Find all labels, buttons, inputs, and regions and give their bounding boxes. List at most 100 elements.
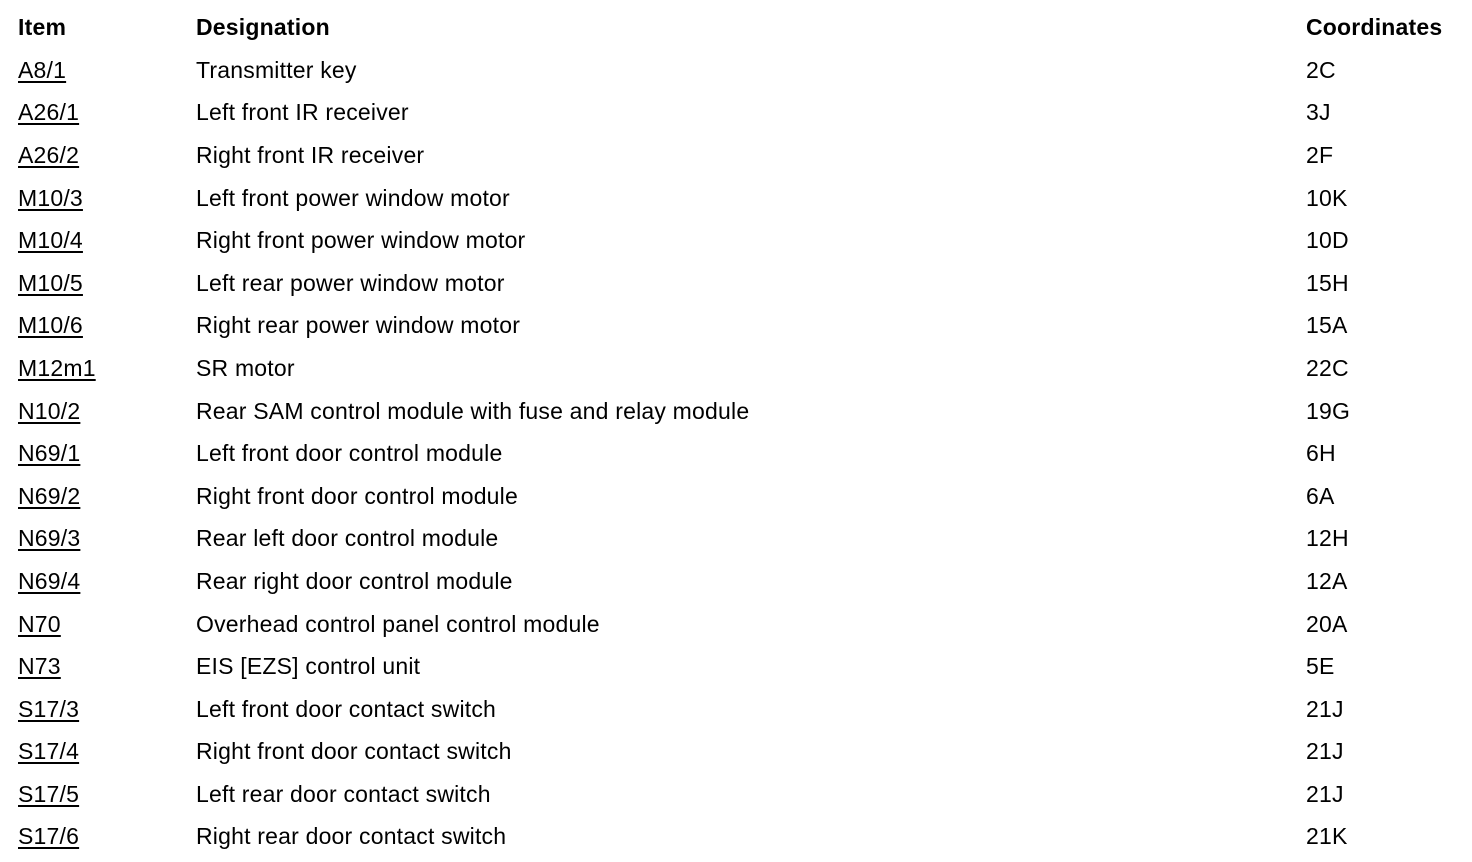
cell-item: M12m1 <box>12 347 190 390</box>
cell-item: N69/1 <box>12 432 190 475</box>
cell-item: A26/2 <box>12 134 190 177</box>
cell-coordinates: 6H <box>1306 440 1336 467</box>
cell-item: N10/2 <box>12 390 190 433</box>
table-row: N69/1 Left front door control module 6H <box>12 432 1464 475</box>
cell-designation: Transmitter key <box>196 56 357 83</box>
item-link[interactable]: M10/3 <box>18 184 83 211</box>
table-body: A8/1 Transmitter key 2C A26/1 Left front IR … <box>12 49 1464 858</box>
table-row: S17/5 Left rear door contact switch 21J <box>12 773 1464 816</box>
cell-coordinates: 21K <box>1306 823 1348 850</box>
table-row: S17/4 Right front door contact switch 21J <box>12 731 1464 774</box>
cell-designation: Left front power window motor <box>196 184 510 211</box>
cell-designation: Rear SAM control module with fuse and re… <box>196 397 750 424</box>
item-link[interactable]: M12m1 <box>18 354 96 381</box>
cell-designation: Left rear door contact switch <box>196 780 491 807</box>
cell-designation: Rear left door control module <box>196 525 499 552</box>
cell-coordinates: 2F <box>1306 141 1334 168</box>
table-row: M10/6 Right rear power window motor 15A <box>12 305 1464 348</box>
table-row: A8/1 Transmitter key 2C <box>12 49 1464 92</box>
cell-designation: Left rear power window motor <box>196 269 505 296</box>
table-row: N69/3 Rear left door control module 12H <box>12 518 1464 561</box>
item-link[interactable]: M10/6 <box>18 312 83 339</box>
table-row: S17/6 Right rear door contact switch 21K <box>12 816 1464 859</box>
item-link[interactable]: N69/2 <box>18 482 81 509</box>
cell-coordinates: 2C <box>1306 56 1336 83</box>
table-row: A26/1 Left front IR receiver 3J <box>12 92 1464 135</box>
item-link[interactable]: S17/5 <box>18 780 80 807</box>
cell-coordinates: 15H <box>1306 269 1349 296</box>
item-link[interactable]: N70 <box>18 610 61 637</box>
table-row: N10/2 Rear SAM control module with fuse a… <box>12 390 1464 433</box>
cell-item: S17/4 <box>12 731 190 774</box>
table-row: N69/4 Rear right door control module 12A <box>12 560 1464 603</box>
item-link[interactable]: A26/2 <box>18 141 80 168</box>
cell-item: N69/2 <box>12 475 190 518</box>
header-designation: Designation <box>196 13 330 40</box>
cell-designation: Overhead control panel control module <box>196 610 600 637</box>
table-header-row: Item Designation Coordinates <box>12 5 1464 49</box>
cell-coordinates: 15A <box>1306 312 1348 339</box>
item-link[interactable]: M10/5 <box>18 269 83 296</box>
cell-designation: Rear right door control module <box>196 567 513 594</box>
item-link[interactable]: A8/1 <box>18 56 67 83</box>
item-link[interactable]: S17/4 <box>18 738 80 765</box>
cell-designation: Right front door contact switch <box>196 738 512 765</box>
cell-designation: Right front power window motor <box>196 227 526 254</box>
cell-item: M10/4 <box>12 219 190 262</box>
item-link[interactable]: N10/2 <box>18 397 81 424</box>
cell-designation: Left front IR receiver <box>196 99 409 126</box>
cell-coordinates: 19G <box>1306 397 1351 424</box>
cell-coordinates: 5E <box>1306 653 1335 680</box>
cell-coordinates: 3J <box>1306 99 1331 126</box>
cell-coordinates: 6A <box>1306 482 1335 509</box>
cell-designation: Right front IR receiver <box>196 141 425 168</box>
item-link[interactable]: S17/3 <box>18 695 80 722</box>
cell-coordinates: 12A <box>1306 567 1348 594</box>
cell-item: S17/5 <box>12 773 190 816</box>
cell-item: N69/4 <box>12 560 190 603</box>
item-link[interactable]: N69/1 <box>18 440 81 467</box>
table-row: M10/5 Left rear power window motor 15H <box>12 262 1464 305</box>
item-link[interactable]: N69/3 <box>18 525 81 552</box>
cell-designation: EIS [EZS] control unit <box>196 653 421 680</box>
component-legend-table: Item Designation Coordinates A8/1 Transmi… <box>12 5 1464 858</box>
cell-designation: Right front door control module <box>196 482 518 509</box>
cell-item: N70 <box>12 603 190 646</box>
cell-item: N73 <box>12 645 190 688</box>
cell-coordinates: 10D <box>1306 227 1349 254</box>
header-coordinates: Coordinates <box>1306 13 1443 40</box>
cell-coordinates: 12H <box>1306 525 1349 552</box>
table-row: N70 Overhead control panel control module… <box>12 603 1464 646</box>
cell-item: M10/5 <box>12 262 190 305</box>
cell-item: A26/1 <box>12 92 190 135</box>
cell-coordinates: 21J <box>1306 738 1344 765</box>
cell-designation: SR motor <box>196 354 295 381</box>
item-link[interactable]: A26/1 <box>18 99 80 126</box>
header-item: Item <box>18 13 67 40</box>
cell-coordinates: 22C <box>1306 354 1349 381</box>
item-link[interactable]: M10/4 <box>18 227 83 254</box>
table-row: N73 EIS [EZS] control unit 5E <box>12 645 1464 688</box>
item-link[interactable]: S17/6 <box>18 823 80 850</box>
cell-item: S17/3 <box>12 688 190 731</box>
table-row: M12m1 SR motor 22C <box>12 347 1464 390</box>
table-row: M10/3 Left front power window motor 10K <box>12 177 1464 220</box>
cell-item: A8/1 <box>12 49 190 92</box>
cell-item: M10/6 <box>12 305 190 348</box>
cell-item: N69/3 <box>12 518 190 561</box>
cell-coordinates: 20A <box>1306 610 1348 637</box>
table-row: A26/2 Right front IR receiver 2F <box>12 134 1464 177</box>
cell-coordinates: 21J <box>1306 780 1344 807</box>
cell-item: S17/6 <box>12 816 190 859</box>
cell-designation: Right rear power window motor <box>196 312 521 339</box>
cell-designation: Left front door control module <box>196 440 503 467</box>
cell-designation: Right rear door contact switch <box>196 823 507 850</box>
cell-item: M10/3 <box>12 177 190 220</box>
cell-designation: Left front door contact switch <box>196 695 497 722</box>
table-row: N69/2 Right front door control module 6A <box>12 475 1464 518</box>
cell-coordinates: 10K <box>1306 184 1348 211</box>
item-link[interactable]: N73 <box>18 653 61 680</box>
cell-coordinates: 21J <box>1306 695 1344 722</box>
item-link[interactable]: N69/4 <box>18 567 81 594</box>
